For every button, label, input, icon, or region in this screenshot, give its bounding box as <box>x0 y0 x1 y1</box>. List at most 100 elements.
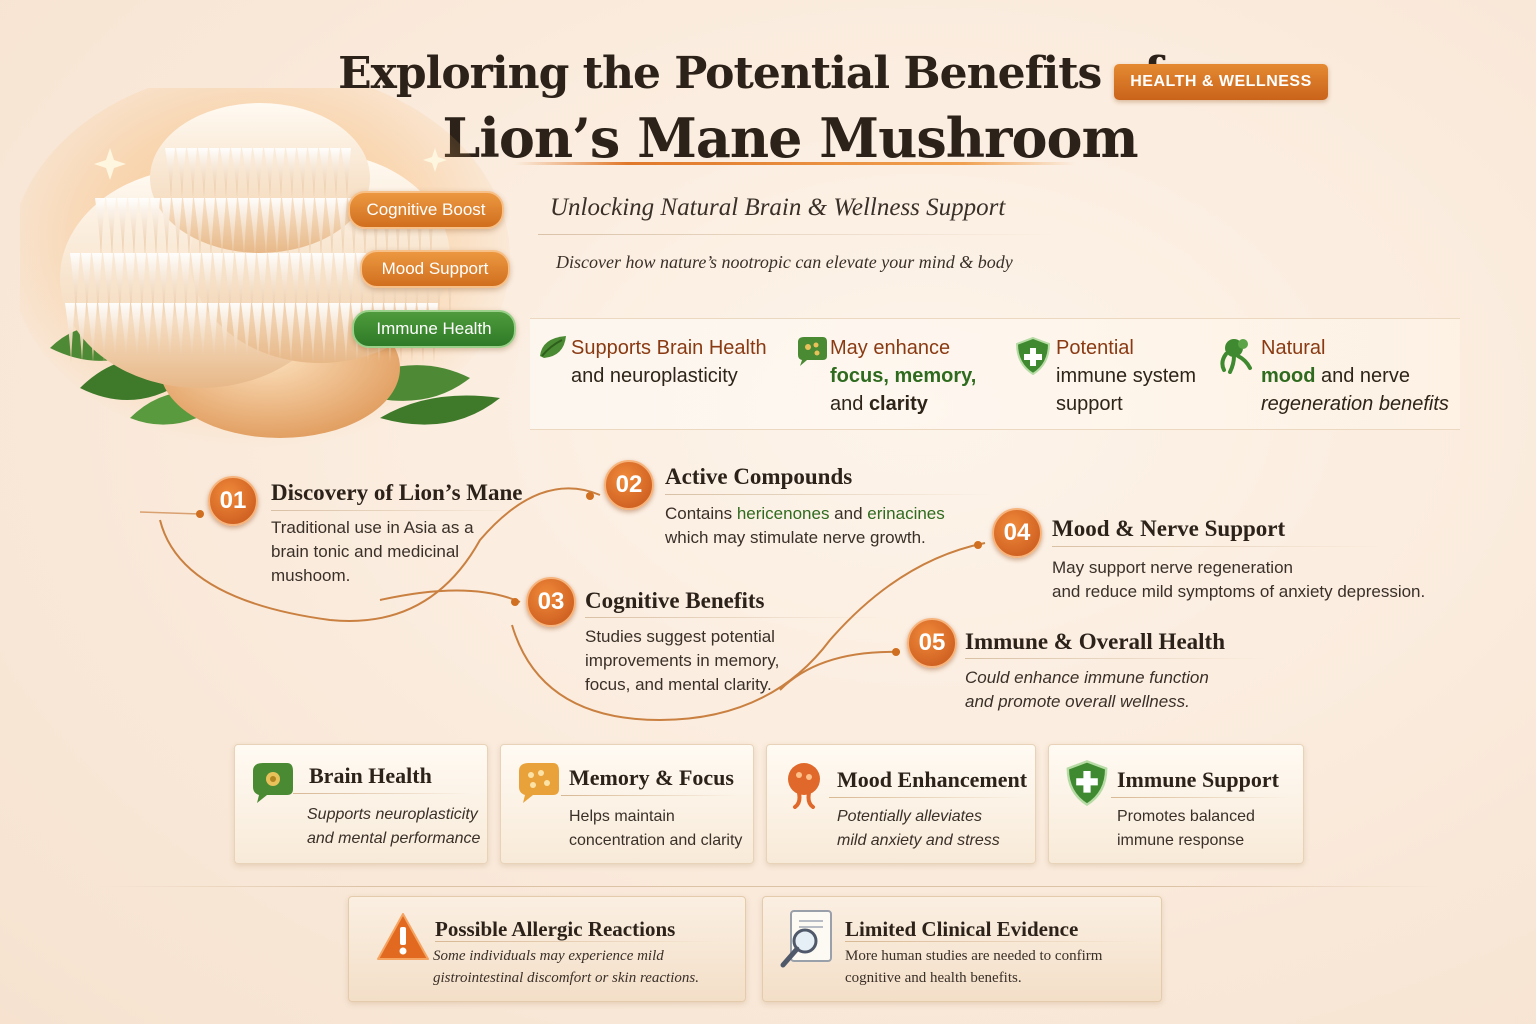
step-title-mood-nerve: Mood & Nerve Support <box>1052 516 1286 541</box>
mushroom-spine <box>180 253 190 318</box>
card-divider <box>1111 797 1291 798</box>
benefit-text-clarity: clarity <box>868 393 928 415</box>
benefit-text-line: mood and nerve <box>1261 362 1449 390</box>
step-number-02: 02 <box>604 460 654 510</box>
mushroom-spine <box>183 198 193 258</box>
pill-immune-health: Immune Health <box>352 310 516 348</box>
mushroom-spine <box>242 148 252 198</box>
mushroom-spine <box>297 148 307 198</box>
mushroom-spine <box>341 148 351 198</box>
mushroom-spine <box>246 253 256 318</box>
mushroom-spine <box>318 303 328 363</box>
tagline: Discover how nature’s nootropic can elev… <box>556 252 1013 272</box>
text: Contains <box>665 504 737 523</box>
mushroom-spine <box>334 253 344 318</box>
subtitle-divider <box>538 234 1058 235</box>
mushroom-spine <box>176 148 186 198</box>
mood-brain-icon <box>788 763 820 809</box>
mushroom-spine <box>304 198 314 258</box>
mushroom-spine <box>307 303 317 363</box>
mushroom-spine <box>187 148 197 198</box>
mushroom-spine <box>106 198 116 258</box>
card-divider <box>293 793 473 794</box>
step-desc-line: which may stimulate nerve growth. <box>665 528 926 547</box>
shield-icon <box>1066 760 1108 807</box>
pill-cognitive-boost: Cognitive Boost <box>348 191 504 229</box>
mushroom-spine <box>202 253 212 318</box>
mushroom-spine <box>329 303 339 363</box>
step-title-cognitive: Cognitive Benefits <box>585 588 765 613</box>
mushroom-spine <box>312 253 322 318</box>
mushroom-spine <box>142 303 152 363</box>
mushroom-spine <box>114 253 124 318</box>
warning-title: Limited Clinical Evidence <box>845 917 1079 941</box>
card-title: Immune Support <box>1117 767 1279 792</box>
card-title: Mood Enhancement <box>837 767 1028 792</box>
benefit-text: regeneration benefits <box>1261 393 1449 415</box>
step-divider <box>585 617 885 618</box>
mushroom-spine <box>274 303 284 363</box>
mushroom-spine <box>161 198 171 258</box>
card-desc-line: Helps maintain <box>569 808 675 825</box>
step-desc-line: and reduce mild symptoms of anxiety depr… <box>1052 582 1426 601</box>
mushroom-spine <box>139 198 149 258</box>
step-desc-line: Could enhance immune function <box>965 668 1209 687</box>
benefit-text: support <box>1056 393 1123 415</box>
benefit-strip <box>530 318 1460 430</box>
pill-mood-support: Mood Support <box>360 250 510 288</box>
mushroom-spine <box>147 253 157 318</box>
mushroom-spine <box>194 198 204 258</box>
warning-desc-line: gistrointestinal discomfort or skin reac… <box>433 970 699 986</box>
warning-desc-line: More human studies are needed to confirm <box>845 948 1103 964</box>
mushroom-spine <box>345 253 355 318</box>
mushroom-spine <box>308 148 318 198</box>
mushroom-spine <box>209 148 219 198</box>
card-desc: Helps maintain concentration and clarity <box>569 805 742 853</box>
leaf-icon <box>540 336 566 358</box>
benefit-text-line: and clarity <box>830 390 976 418</box>
memory-brain-icon <box>519 763 559 803</box>
mushroom-spine <box>109 303 119 363</box>
step-desc-line: Studies suggest potential <box>585 627 775 646</box>
mushroom-spine <box>98 303 108 363</box>
card-desc-line: concentration and clarity <box>569 832 743 849</box>
mushroom-spine <box>326 198 336 258</box>
compound-erinacines: erinacines <box>867 504 945 523</box>
mushroom-spine <box>153 303 163 363</box>
step-number-04: 04 <box>992 508 1042 558</box>
step-desc-line: Contains hericenones and erinacines <box>665 502 945 526</box>
title-line-2: Lion’s Mane Mushroom <box>442 106 1138 170</box>
mushroom-spine <box>186 303 196 363</box>
mushroom-spine <box>175 303 185 363</box>
benefit-text: and neuroplasticity <box>571 365 738 387</box>
mushroom-spine <box>128 198 138 258</box>
brain-icon <box>253 763 293 803</box>
warning-allergic-reactions: Possible Allergic Reactions Some individ… <box>348 896 746 1002</box>
nerve-icon <box>1220 339 1252 374</box>
benefit-focus-memory: May enhance focus, memory, and clarity <box>830 334 976 418</box>
mushroom-spine <box>252 303 262 363</box>
card-title: Brain Health <box>309 763 432 788</box>
mushroom-spine <box>330 148 340 198</box>
mushroom-spine <box>120 303 130 363</box>
mushroom-spine <box>219 303 229 363</box>
benefit-text-highlight: mood <box>1261 365 1316 387</box>
section-divider <box>100 886 1440 887</box>
mushroom-spine <box>70 253 80 318</box>
step-desc-mood-nerve: May support nerve regeneration and reduc… <box>1052 556 1425 604</box>
mushroom-spine <box>286 148 296 198</box>
mushroom-spine <box>271 198 281 258</box>
mushroom-spine <box>92 253 102 318</box>
mushroom-spine <box>205 198 215 258</box>
step-desc-line: brain tonic and medicinal <box>271 542 460 561</box>
step-desc-line: and promote overall wellness. <box>965 692 1190 711</box>
shield-icon <box>1015 336 1051 376</box>
card-desc-line: Supports neuroplasticity <box>307 806 478 823</box>
card-mood-enhancement: Mood Enhancement Potentially alleviates … <box>766 744 1036 864</box>
step-desc-discovery: Traditional use in Asia as a brain tonic… <box>271 516 474 588</box>
category-badge: HEALTH & WELLNESS <box>1114 64 1328 100</box>
mushroom-spine <box>282 198 292 258</box>
warning-desc-line: cognitive and health benefits. <box>845 970 1022 986</box>
mushroom-spine <box>227 198 237 258</box>
step-desc-cognitive: Studies suggest potential improvements i… <box>585 625 779 697</box>
